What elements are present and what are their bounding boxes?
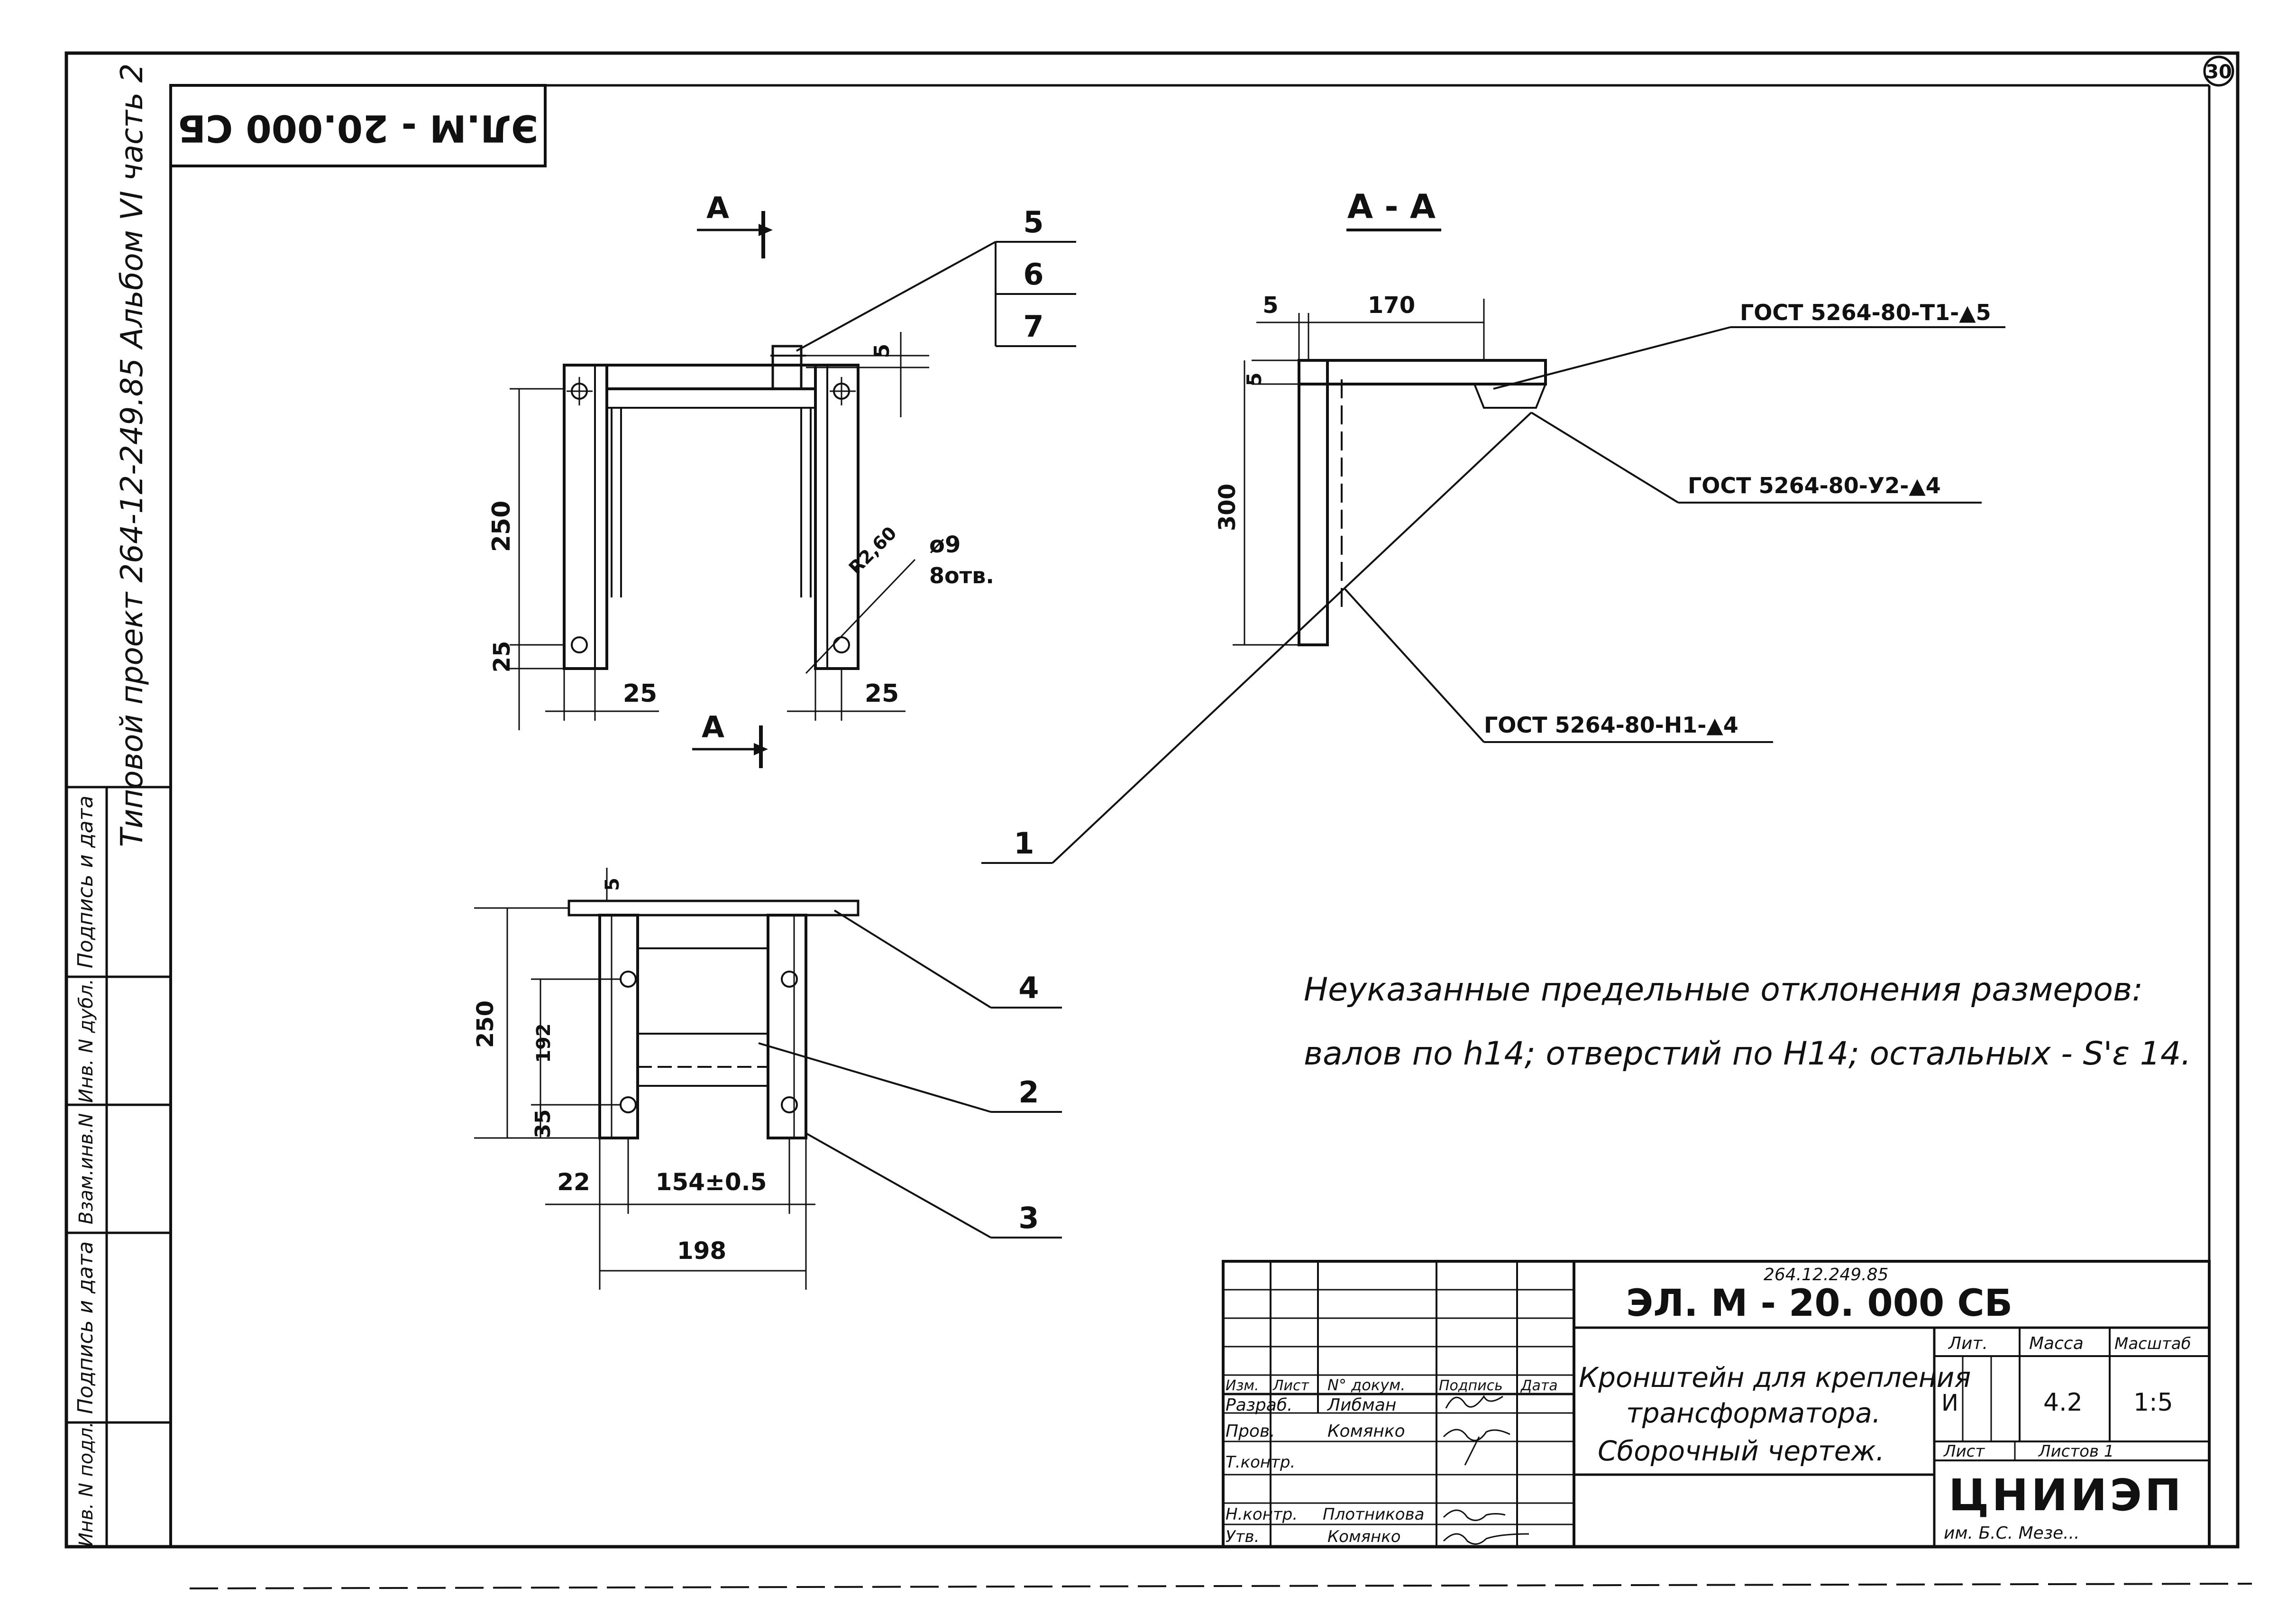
tb-lit-label: Лит. bbox=[1948, 1334, 1988, 1353]
strip-cell-sign-date-2: Подпись и дата bbox=[73, 1241, 98, 1414]
top-stamp-text: ЭЛ.М - 20.000 СБ bbox=[178, 107, 539, 149]
tb-name-developer: Либман bbox=[1326, 1395, 1396, 1415]
tb-role-developer: Разраб. bbox=[1226, 1395, 1292, 1415]
tb-title-line-3: Сборочный чертеж. bbox=[1598, 1435, 1884, 1467]
tb-scale-value: 1:5 bbox=[2133, 1388, 2173, 1417]
bottom-trim-line bbox=[189, 1583, 2252, 1589]
dim-front-height: 250 bbox=[487, 501, 516, 552]
tb-header-doc: N° докум. bbox=[1327, 1376, 1405, 1394]
dim-front-right: 25 bbox=[865, 679, 899, 708]
signature-3 bbox=[1443, 1509, 1506, 1521]
dim-bottom-span: 154±0.5 bbox=[656, 1168, 767, 1196]
section-view-title: А - А bbox=[1347, 187, 1436, 226]
sheet-number: 30 bbox=[2205, 61, 2232, 83]
dim-front-bottom-hole: 25 bbox=[489, 641, 515, 673]
signature-1 bbox=[1445, 1395, 1503, 1409]
tb-name-approver: Комянко bbox=[1327, 1527, 1401, 1546]
tb-header-date: Дата bbox=[1520, 1377, 1558, 1394]
tb-name-checker: Комянко bbox=[1327, 1422, 1405, 1441]
tb-header-signature: Подпись bbox=[1439, 1377, 1503, 1394]
callout-5: 5 bbox=[1023, 205, 1043, 239]
tb-header-list: Лист bbox=[1272, 1377, 1310, 1394]
dim-front-hole-dia: ø9 bbox=[929, 532, 960, 558]
dim-front-left: 25 bbox=[623, 679, 657, 708]
tb-org-sub: им. Б.С. Мезе... bbox=[1944, 1523, 2079, 1543]
callout-1: 1 bbox=[1014, 826, 1034, 861]
dim-bottom-bottom: 35 bbox=[531, 1109, 555, 1138]
dim-bottom-inner: 192 bbox=[533, 1023, 555, 1063]
section-view: А - А 5 170 5 300 ГОСТ 5264-80-Т1-▲5 ГОС… bbox=[981, 187, 2005, 864]
front-view: А 250 25 bbox=[487, 191, 1076, 768]
callout-3: 3 bbox=[1018, 1201, 1039, 1235]
tb-role-norm-control: Н.контр. bbox=[1226, 1505, 1298, 1524]
weld-callout-1: ГОСТ 5264-80-Т1-▲5 bbox=[1740, 300, 1991, 325]
tb-doc-number-small: 264.12.249.85 bbox=[1764, 1265, 1888, 1285]
tb-sheets-label: Листов 1 bbox=[2038, 1442, 2114, 1461]
weld-callout-3: ГОСТ 5264-80-Н1-▲4 bbox=[1484, 712, 1738, 738]
tb-title-line-1: Кронштейн для крепления bbox=[1579, 1361, 1971, 1394]
tb-scale-label: Масштаб bbox=[2114, 1334, 2191, 1353]
tb-role-tech-control: Т.контр. bbox=[1226, 1453, 1295, 1472]
weld-callout-2: ГОСТ 5264-80-У2-▲4 bbox=[1688, 473, 1941, 498]
section-label-top: А bbox=[706, 191, 729, 225]
strip-cell-dup-inv: Инв. N дубл. bbox=[75, 979, 97, 1103]
tb-org-name: ЦНИИЭП bbox=[1948, 1470, 2184, 1521]
strip-cell-sign-date-1: Подпись и дата bbox=[73, 796, 98, 968]
sheet-number-circle bbox=[2203, 55, 2234, 87]
tb-mass-label: Масса bbox=[2029, 1334, 2084, 1353]
callout-2: 2 bbox=[1018, 1075, 1039, 1110]
callout-6: 6 bbox=[1023, 257, 1043, 292]
tb-role-checker: Пров. bbox=[1226, 1422, 1275, 1441]
tb-doc-number: ЭЛ. М - 20. 000 СБ bbox=[1626, 1282, 2012, 1325]
dim-bottom-left-offset: 22 bbox=[557, 1168, 590, 1196]
tolerance-note-line-1: Неуказанные предельные отклонения размер… bbox=[1304, 971, 2143, 1009]
dim-section-top-left: 5 bbox=[1262, 292, 1278, 319]
top-stamp-box bbox=[169, 84, 547, 167]
tolerance-note-line-2: валов по h14; отверстий по H14; остальны… bbox=[1304, 1035, 2191, 1073]
tb-role-approver: Утв. bbox=[1226, 1527, 1259, 1546]
title-block: Изм. Лист N° докум. Подпись Дата Разраб.… bbox=[1222, 1260, 2211, 1548]
dim-bottom-height: 250 bbox=[472, 1000, 499, 1048]
dim-bottom-top-small: 5 bbox=[602, 878, 623, 891]
signature-2 bbox=[1443, 1429, 1510, 1466]
dim-section-side-small: 5 bbox=[1243, 372, 1266, 386]
strip-cell-orig-inv: Инв. N подл. bbox=[75, 1422, 97, 1547]
strip-cell-replace-inv: Взам.инв.N bbox=[75, 1113, 97, 1224]
tb-sheet-label: Лист bbox=[1943, 1442, 1985, 1461]
dim-bottom-width: 198 bbox=[677, 1237, 726, 1265]
section-label-bottom: А bbox=[702, 710, 724, 744]
dim-front-top-gap: 5 bbox=[870, 344, 894, 358]
tb-header-izm: Изм. bbox=[1226, 1377, 1259, 1394]
dim-section-height: 300 bbox=[1214, 484, 1241, 531]
callout-7: 7 bbox=[1023, 309, 1043, 344]
dim-front-radius: R2,60 bbox=[845, 523, 901, 578]
signature-4 bbox=[1443, 1533, 1529, 1545]
bottom-view: 250 192 35 5 22 154±0.5 198 4 2 3 bbox=[472, 868, 1062, 1290]
tb-lit-value: И bbox=[1941, 1390, 1958, 1416]
project-label: Типовой проект 264-12-249.85 Альбом VI ч… bbox=[115, 64, 150, 847]
tb-title-line-2: трансформатора. bbox=[1626, 1397, 1881, 1429]
tb-name-norm-control: Плотникова bbox=[1323, 1505, 1424, 1524]
outer-frame bbox=[64, 51, 2240, 1549]
dim-front-hole-count: 8отв. bbox=[929, 563, 994, 588]
callout-4: 4 bbox=[1018, 971, 1039, 1005]
dim-section-top-width: 170 bbox=[1368, 292, 1415, 319]
tb-mass-value: 4.2 bbox=[2043, 1388, 2083, 1417]
